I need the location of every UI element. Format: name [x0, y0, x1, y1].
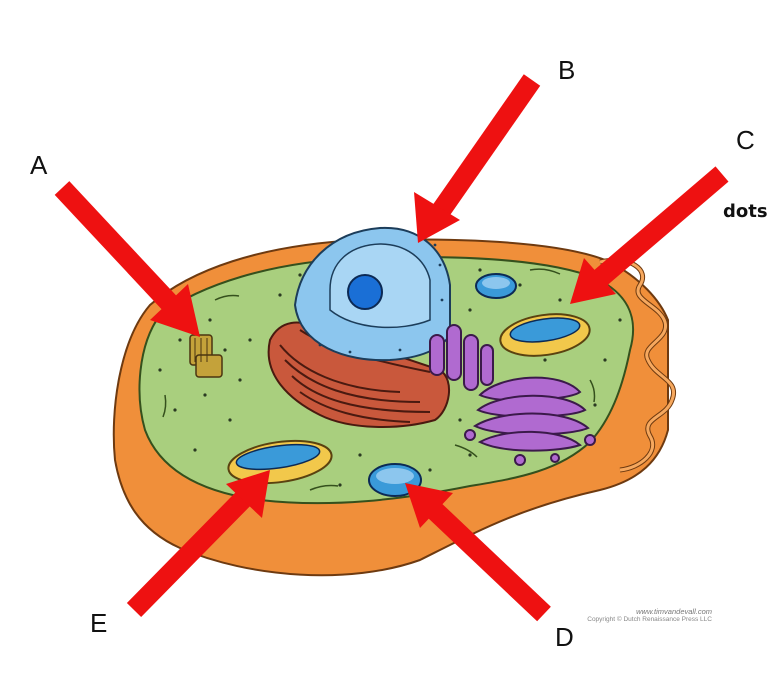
label-b: B — [558, 55, 576, 85]
annotation-dots: dots — [723, 201, 768, 222]
label-a: A — [30, 150, 48, 180]
label-c: C — [736, 125, 755, 155]
cytoskeleton-strokes — [162, 268, 596, 491]
arrow-e — [126, 470, 270, 618]
credit: www.timvandevall.com Copyright © Dutch R… — [500, 607, 712, 624]
nucleus — [293, 226, 451, 362]
credit-copyright: Copyright © Dutch Renaissance Press LLC — [587, 616, 712, 624]
arrow-b — [414, 74, 541, 243]
mitochondrion-left — [227, 439, 333, 485]
arrow-d — [405, 483, 551, 622]
vesicle-top — [475, 273, 517, 299]
arrow-a — [54, 181, 200, 337]
nucleolus — [347, 274, 383, 310]
label-d: D — [555, 622, 574, 652]
centriole — [189, 334, 223, 378]
arrow-c — [570, 166, 729, 304]
credit-site: www.timvandevall.com — [636, 607, 712, 616]
label-e: E — [90, 608, 108, 638]
mitochondrion-right — [499, 313, 591, 357]
golgi-apparatus — [464, 376, 596, 466]
smooth-er — [429, 324, 494, 391]
